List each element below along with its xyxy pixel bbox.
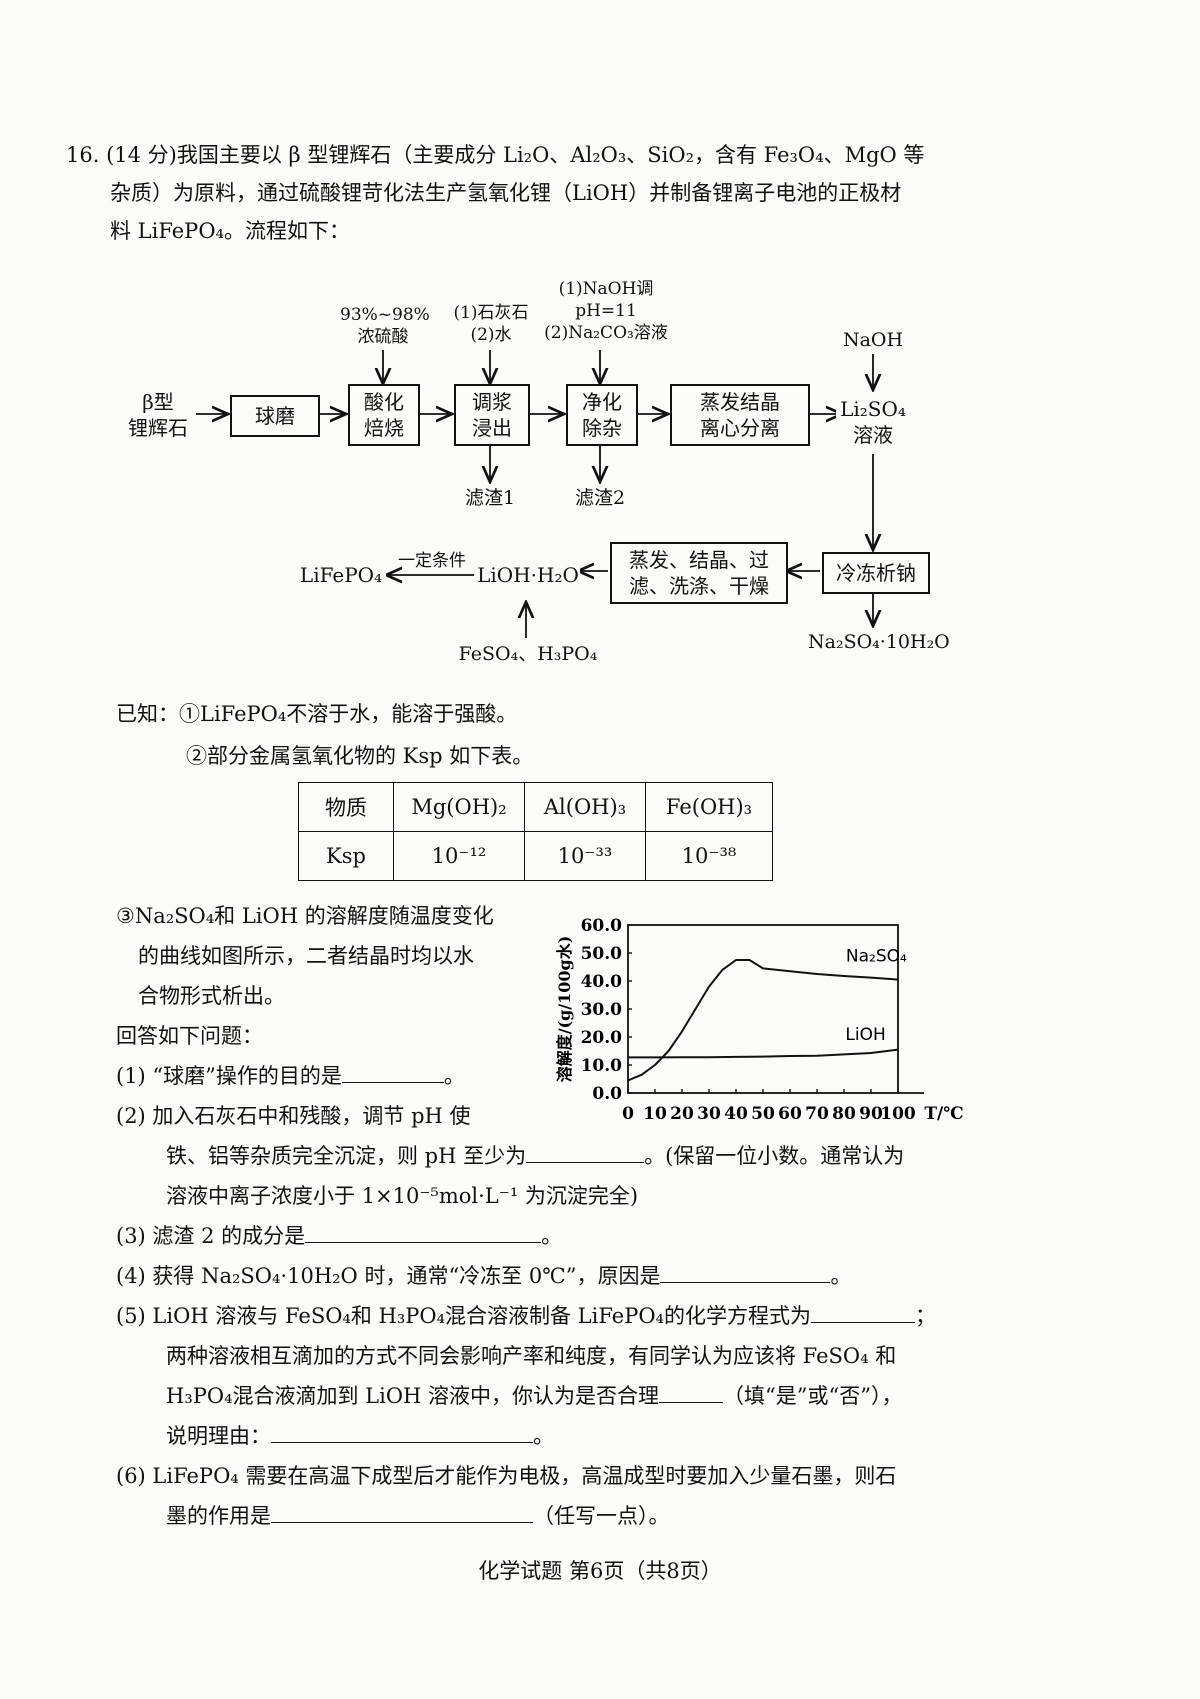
series-line-lioh (628, 1048, 899, 1059)
x-tick-label: 40 (724, 1104, 748, 1124)
box-ore: β型 锂辉石 (120, 390, 196, 440)
table-header: Mg(OH)₂ (393, 782, 525, 832)
y-tick-label: 60.0 (581, 916, 623, 936)
known-1: 已知：①LiFePO₄不溶于水，能溶于强酸。 (116, 702, 518, 726)
table-cell: 10⁻¹² (393, 831, 525, 881)
x-tick-label: 20 (670, 1104, 694, 1124)
label-residue2: 滤渣2 (574, 487, 626, 509)
page-footer: 化学试题 第6页（共8页） (478, 1559, 722, 1583)
y-tick-label: 20.0 (581, 1028, 623, 1048)
box-slurry-leach: 调浆 浸出 (454, 384, 530, 446)
question-5-line-4: 说明理由：。 (166, 1420, 554, 1450)
questions-intro: 回答如下问题： (116, 1024, 263, 1048)
table-header: Al(OH)₃ (524, 782, 646, 832)
answer-blank[interactable] (271, 1500, 533, 1523)
question-3: (3) 滤渣 2 的成分是。 (116, 1220, 562, 1250)
answer-blank[interactable] (659, 1380, 724, 1403)
question-16-stem: 16. (14 分)我国主要以 β 型锂辉石（主要成分 Li₂O、Al₂O₃、S… (66, 140, 1126, 246)
answer-blank[interactable] (810, 1300, 915, 1323)
series-line-na2so4 (627, 959, 899, 1082)
known-3-line-3: 合物形式析出。 (138, 984, 285, 1008)
x-tick-label: 50 (751, 1104, 775, 1124)
table-header: Fe(OH)₃ (645, 782, 773, 832)
table-cell: 10⁻³³ (524, 831, 646, 881)
x-tick-label: 60 (778, 1104, 802, 1124)
y-axis-label: 溶解度/(g/100g水) (555, 936, 574, 1083)
ksp-table: 物质 Mg(OH)₂ Al(OH)₃ Fe(OH)₃ Ksp 10⁻¹² 10⁻… (298, 782, 773, 881)
x-tick-label: 30 (697, 1104, 721, 1124)
x-tick-label: 0 (622, 1104, 634, 1124)
question-6-line-2: 墨的作用是（任写一点）。 (166, 1500, 670, 1530)
box-lifepo4: LiFePO₄ (296, 560, 386, 590)
question-5-line-3: H₃PO₄混合液滴加到 LiOH 溶液中，你认为是否合理（填“是”或“否”）， (166, 1380, 903, 1410)
stem-line-1: 16. (14 分)我国主要以 β 型锂辉石（主要成分 Li₂O、Al₂O₃、S… (66, 143, 925, 167)
box-acid-roast: 酸化 焙烧 (348, 384, 420, 446)
label-feso4-h3po4: FeSO₄、H₃PO₄ (458, 643, 598, 665)
label-naoh-na2co3: (1)NaOH调 pH=11 (2)Na₂CO₃溶液 (544, 279, 668, 343)
x-tick-label: 100 (880, 1104, 916, 1124)
known-2: ②部分金属氢氧化物的 Ksp 如下表。 (186, 744, 534, 768)
box-evap-centrifuge: 蒸发结晶 离心分离 (670, 384, 810, 446)
question-1: (1) “球磨”操作的目的是。 (116, 1060, 465, 1090)
x-axis-label: T/℃ (924, 1104, 963, 1124)
answer-blank[interactable] (660, 1260, 831, 1283)
y-tick-label: 10.0 (581, 1056, 623, 1076)
x-tick-label: 10 (643, 1104, 667, 1124)
answer-blank[interactable] (526, 1140, 645, 1163)
label-na2so4-hydrate: Na₂SO₄·10H₂O (808, 631, 950, 653)
label-residue1: 滤渣1 (464, 487, 516, 509)
table-row: Ksp 10⁻¹² 10⁻³³ 10⁻³⁸ (298, 831, 773, 881)
series-label: Na₂SO₄ (846, 946, 907, 966)
question-4: (4) 获得 Na₂SO₄·10H₂O 时，通常“冷冻至 0℃”，原因是。 (116, 1260, 851, 1290)
question-5-line-2: 两种溶液相互滴加的方式不同会影响产率和纯度，有同学认为应该将 FeSO₄ 和 (166, 1344, 897, 1368)
box-ball-mill: 球磨 (230, 395, 320, 437)
known-3-line-2: 的曲线如图所示，二者结晶时均以水 (138, 944, 474, 968)
question-2-line-2: 铁、铝等杂质完全沉淀，则 pH 至少为。(保留一位小数。通常认为 (166, 1140, 904, 1170)
label-limestone: (1)石灰石 (2)水 (453, 303, 529, 345)
table-row: 物质 Mg(OH)₂ Al(OH)₃ Fe(OH)₃ (298, 782, 773, 832)
question-6-line-1: (6) LiFePO₄ 需要在高温下成型后才能作为电极，高温成型时要加入少量石墨… (116, 1464, 897, 1488)
x-tick-label: 70 (805, 1104, 829, 1124)
label-acid: 93%~98% 浓硫酸 (340, 305, 430, 347)
box-freeze: 冷冻析钠 (822, 552, 930, 594)
box-evap-wash: 蒸发、结晶、过 滤、洗涤、干燥 (610, 542, 788, 604)
answer-blank[interactable] (305, 1220, 542, 1243)
answer-blank[interactable] (341, 1060, 444, 1083)
known-3-line-1: ③Na₂SO₄和 LiOH 的溶解度随温度变化 (116, 904, 494, 928)
y-tick-label: 30.0 (581, 1000, 623, 1020)
label-naoh: NaOH (842, 329, 904, 351)
question-2-line-1: (2) 加入石灰石中和残酸，调节 pH 使 (116, 1104, 471, 1128)
box-purify: 净化 除杂 (566, 384, 638, 446)
series-label: LiOH (845, 1025, 885, 1045)
answer-blank[interactable] (271, 1420, 533, 1443)
box-lioh-h2o: LiOH·H₂O (476, 560, 580, 590)
stem-line-3: 料 LiFePO₄。流程如下： (110, 219, 350, 243)
box-li2so4: Li₂SO₄ 溶液 (836, 392, 910, 452)
question-2-line-3: 溶液中离子浓度小于 1×10⁻⁵mol·L⁻¹ 为沉淀完全) (166, 1184, 639, 1208)
x-tick-label: 80 (832, 1104, 856, 1124)
x-tick-label: 90 (859, 1104, 883, 1124)
question-5-line-1: (5) LiOH 溶液与 FeSO₄和 H₃PO₄混合溶液制备 LiFePO₄的… (116, 1300, 936, 1330)
flowchart-arrows (196, 350, 1200, 638)
table-cell: 10⁻³⁸ (645, 831, 773, 881)
stem-line-2: 杂质）为原料，通过硫酸锂苛化法生产氢氧化锂（LiOH）并制备锂离子电池的正极材 (110, 181, 902, 205)
y-tick-label: 40.0 (581, 972, 623, 992)
table-header: 物质 (298, 782, 394, 832)
y-tick-label: 50.0 (581, 944, 623, 964)
table-cell: Ksp (298, 831, 394, 881)
y-tick-label: 0.0 (592, 1084, 622, 1104)
label-condition: 一定条件 (398, 551, 466, 571)
